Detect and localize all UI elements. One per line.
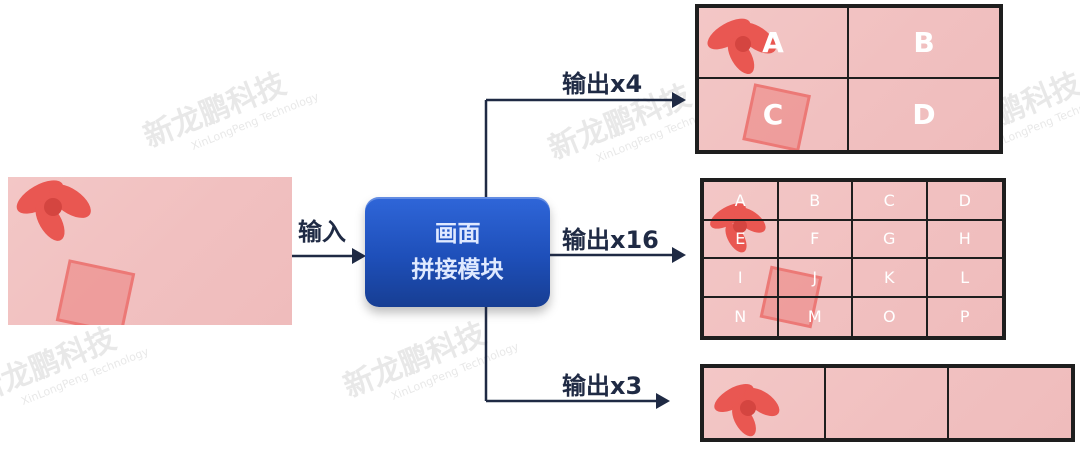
grid-cell: B — [849, 8, 999, 79]
module-title-line2: 拼接模块 — [411, 257, 504, 283]
grid-cell: M — [779, 297, 853, 336]
gift-illustration — [707, 18, 811, 150]
watermark-cn: 新龙鹏科技 — [0, 321, 121, 410]
grid-cell: B — [778, 182, 853, 221]
gift-illustration — [16, 180, 136, 325]
watermark-cn: 新龙鹏科技 — [338, 316, 491, 405]
input-image — [8, 177, 292, 325]
grid-cell: D — [912, 98, 936, 131]
grid-cell: C — [699, 79, 849, 150]
grid-cell: J — [778, 259, 853, 298]
grid-cell: D — [927, 182, 1002, 221]
output-x16-grid: A B C D E F G H I J K L N M O P — [700, 178, 1006, 340]
grid-cell: I — [704, 259, 779, 298]
stitching-module-box: 画面 拼接模块 — [365, 197, 550, 307]
output-x3-label: 输出x3 — [562, 372, 643, 400]
grid-cell — [704, 368, 827, 438]
output-x4-label: 输出x4 — [562, 70, 643, 98]
output-x4-grid: A B C D — [695, 4, 1003, 154]
gift-illustration — [714, 384, 780, 437]
watermark-cn: 新龙鹏科技 — [138, 66, 291, 155]
grid-cell: O — [853, 297, 928, 336]
grid-cell: C — [853, 182, 928, 221]
watermark-en: XinLongPeng Technology — [189, 89, 321, 153]
grid-cell: F — [778, 220, 853, 259]
grid-cell: N — [704, 297, 779, 336]
watermark: 新龙鹏科技 XinLongPeng Technology — [136, 49, 321, 168]
grid-cell: A — [704, 182, 779, 221]
grid-cell: A — [699, 8, 849, 79]
input-arrow — [292, 248, 366, 264]
watermark-en: XinLongPeng Technology — [19, 344, 151, 408]
grid-cell: E — [704, 220, 779, 259]
output-x3-grid — [700, 364, 1075, 442]
grid-cell: K — [853, 259, 928, 298]
grid-cell — [826, 368, 949, 438]
grid-cell: G — [853, 220, 928, 259]
module-title-line1: 画面 — [434, 221, 481, 247]
grid-cell: H — [927, 221, 1002, 259]
input-label: 输入 — [298, 218, 346, 246]
output-connectors — [484, 92, 686, 409]
grid-cell: P — [959, 307, 970, 327]
grid-cell — [949, 368, 1071, 438]
grid-cell: L — [927, 259, 1002, 298]
output-x16-label: 输出x16 — [562, 226, 659, 254]
